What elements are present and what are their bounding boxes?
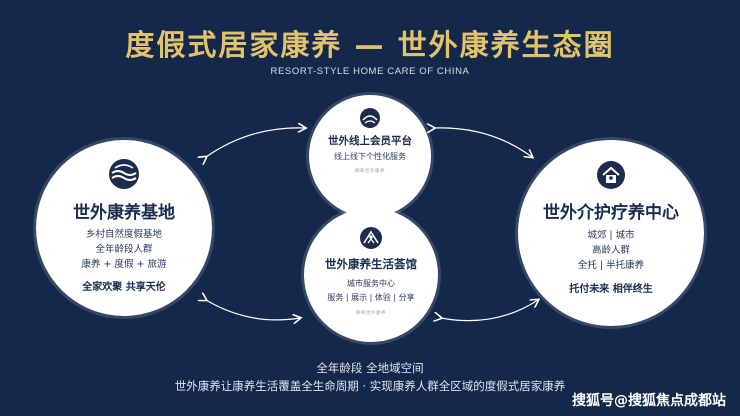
house-person-icon [597, 161, 625, 189]
node-desc-line: 服务 | 展示 | 体验 | 分享 [327, 293, 415, 302]
node-life-hall: 世外康养生活荟馆 城市服务中心 服务 | 展示 | 体验 | 分享 颐和世外康养 [304, 208, 438, 342]
node-desc-line: 全年龄段人群 [95, 244, 153, 255]
arrow-left-top [206, 128, 305, 157]
mountain-person-icon [360, 227, 382, 249]
watermark: 搜狐号@搜狐焦点成都站 [572, 393, 726, 409]
node-desc-line: 康养 + 度假 + 旅游 [81, 259, 167, 270]
node-desc-line: 高龄人群 [591, 245, 630, 256]
globe-arc-icon [360, 108, 380, 128]
arrow-top-right [434, 128, 532, 157]
arrow-bottom-right [441, 300, 538, 321]
node-brand-tag: 颐和世外康养 [355, 169, 385, 174]
node-online-platform: 世外线上会员平台 线上线下个性化服务 颐和世外康养 [309, 95, 431, 217]
node-title: 世外康养基地 [73, 203, 175, 223]
node-brand-tag: 颐和世外康养 [356, 311, 386, 316]
node-slogan: 托付未来 相伴终生 [569, 284, 653, 295]
page-title: 度假式居家康养 — 世外康养生态圈 [125, 28, 615, 62]
node-resort-base: 世外康养基地 乡村自然度假基地 全年龄段人群 康养 + 度假 + 旅游 全家欢聚… [36, 140, 212, 316]
node-title: 世外线上会员平台 [328, 135, 412, 147]
node-care-center: 世外介护疗养中心 城郊 | 城市 高龄人群 全托 | 半托康养 托付未来 相伴终… [518, 140, 704, 326]
node-desc-line: 全托 | 半托康养 [577, 260, 645, 271]
footer-line-1: 全年龄段 全地域空间 [316, 361, 424, 375]
node-desc-line: 乡村自然度假基地 [85, 229, 162, 240]
node-slogan: 全家欢聚 共享天伦 [82, 282, 166, 293]
node-title: 世外介护疗养中心 [543, 203, 679, 223]
node-desc-line: 城郊 | 城市 [587, 230, 635, 241]
node-desc-line: 线上线下个性化服务 [334, 152, 406, 161]
node-desc-line: 城市服务中心 [347, 279, 395, 288]
arrow-left-bottom [206, 300, 300, 320]
page-subtitle: RESORT-STYLE HOME CARE OF CHINA [270, 66, 470, 77]
footer-line-2: 世外康养让康养生活覆盖全生命周期 · 实现康养人群全区域的度假式居家康养 [174, 379, 566, 393]
wave-sun-logo-icon [109, 159, 139, 189]
node-title: 世外康养生活荟馆 [325, 257, 417, 271]
